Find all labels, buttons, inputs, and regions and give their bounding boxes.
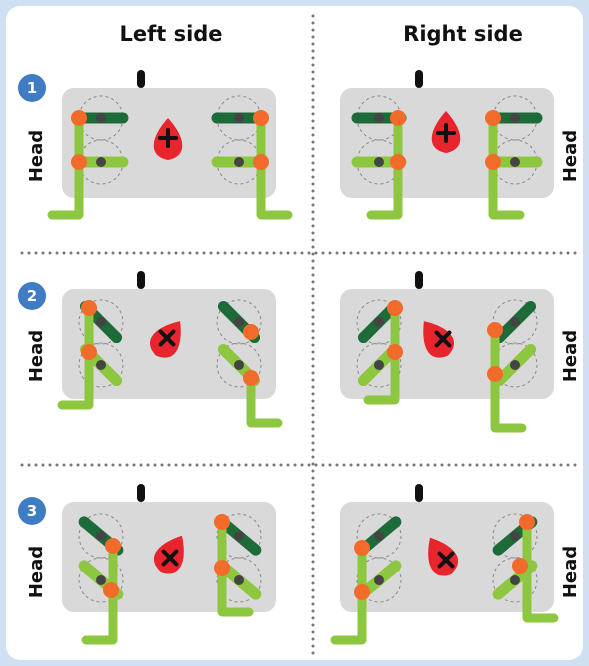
rotation-guide-r2-2 bbox=[216, 299, 262, 345]
joint-r2-rf-top bbox=[387, 300, 403, 316]
joint-r3-rr-top bbox=[519, 514, 535, 530]
rotation-guide-r3-0 bbox=[78, 513, 124, 559]
right-side-title: Right side bbox=[403, 22, 523, 46]
joint-r3-rf-mid bbox=[354, 584, 370, 600]
pivot-r1-right-front-hip bbox=[374, 113, 384, 123]
leg-r1-left-front bbox=[47, 113, 84, 220]
pivot-r2-right-rear-hip bbox=[510, 317, 520, 327]
sensor-nub-row2-right bbox=[415, 271, 423, 289]
sensor-nub-row1-left bbox=[137, 70, 145, 88]
rotation-guide-r2-0 bbox=[78, 299, 124, 345]
pivot-r3-left-rear-knee bbox=[234, 575, 244, 585]
leg-r3-right-rear bbox=[522, 517, 559, 623]
joint-r2-lf-mid bbox=[81, 344, 97, 360]
pivot-r2-left-rear-hip bbox=[234, 317, 244, 327]
sensor-nub-row1-right bbox=[415, 70, 423, 88]
rotation-guide-r3-2 bbox=[216, 513, 262, 559]
joint-r2-rr-mid bbox=[487, 366, 503, 382]
pivot-r3-left-front-hip bbox=[96, 531, 106, 541]
joint-r1-lr-top bbox=[253, 110, 269, 126]
joint-r2-rf-mid bbox=[387, 344, 403, 360]
joint-r1-lr-mid bbox=[253, 154, 269, 170]
pivot-r1-right-front-knee bbox=[374, 157, 384, 167]
cross-sign-b-r3-left bbox=[161, 549, 179, 567]
rotation-guide-r2-6 bbox=[492, 299, 538, 345]
pivot-r3-right-front-knee bbox=[374, 575, 384, 585]
rotation-guide-r2-3 bbox=[216, 342, 262, 388]
sensor-nub-row3-left bbox=[137, 484, 145, 502]
leg-r2-left-rear bbox=[246, 373, 283, 428]
rotation-guide-r3-1 bbox=[78, 557, 124, 603]
step-3-badge: 3 bbox=[18, 497, 46, 525]
cross-sign-b-r2-left bbox=[158, 329, 176, 347]
pivot-r3-right-front-hip bbox=[374, 531, 384, 541]
leg-r1-right-front bbox=[366, 113, 403, 220]
step-2-badge: 2 bbox=[18, 282, 46, 310]
joint-r1-rf-top bbox=[390, 110, 406, 126]
pivot-r3-left-front-knee bbox=[96, 575, 106, 585]
leg-r2-left-front bbox=[57, 303, 94, 410]
joint-r3-lr-top bbox=[214, 514, 230, 530]
joint-r3-lf-top bbox=[105, 538, 121, 554]
leg-r1-left-rear bbox=[256, 113, 293, 220]
pivot-r1-right-rear-hip bbox=[510, 113, 520, 123]
joint-r1-rf-mid bbox=[390, 154, 406, 170]
joint-r3-rr-mid bbox=[512, 558, 528, 574]
joint-r2-lf-top bbox=[81, 300, 97, 316]
leg-r1-right-rear bbox=[488, 113, 525, 220]
joint-r1-lf-top bbox=[71, 110, 87, 126]
joint-r3-lr-mid bbox=[214, 560, 230, 576]
leg-r2-right-rear bbox=[490, 325, 527, 433]
leg-r2-right-front bbox=[363, 303, 400, 405]
sensor-nub-row3-right bbox=[415, 484, 423, 502]
rotation-guide-r3-7 bbox=[492, 557, 538, 603]
joint-r1-lf-mid bbox=[71, 154, 87, 170]
rotation-guide-r3-5 bbox=[356, 557, 402, 603]
pivot-r2-right-front-knee bbox=[374, 360, 384, 370]
pivot-r3-left-rear-hip bbox=[234, 531, 244, 541]
leg-r3-left-front bbox=[81, 541, 118, 645]
pivot-r1-right-rear-knee bbox=[510, 157, 520, 167]
pivot-r2-right-front-hip bbox=[374, 317, 384, 327]
pivot-r3-right-rear-knee bbox=[510, 575, 520, 585]
rotation-guide-r2-4 bbox=[356, 299, 402, 345]
pivot-r2-left-front-hip bbox=[96, 317, 106, 327]
leg-r3-left-rear bbox=[217, 517, 254, 617]
cross-sign-b-r2-right bbox=[434, 330, 452, 348]
pivot-r2-right-rear-knee bbox=[510, 360, 520, 370]
joint-r3-rf-top bbox=[354, 540, 370, 556]
pivot-r1-left-front-knee bbox=[96, 157, 106, 167]
pivot-r1-left-rear-knee bbox=[234, 157, 244, 167]
left-side-title: Left side bbox=[119, 22, 223, 46]
pivot-r2-left-rear-knee bbox=[234, 360, 244, 370]
direction-marker-r2-right bbox=[423, 321, 454, 358]
pivot-r1-left-rear-hip bbox=[234, 113, 244, 123]
joint-r2-lr-mid bbox=[243, 370, 259, 386]
pivot-r1-left-front-hip bbox=[96, 113, 106, 123]
sensor-nub-row2-left bbox=[137, 271, 145, 289]
pivot-r2-left-front-knee bbox=[96, 360, 106, 370]
rotation-guide-r2-1 bbox=[78, 342, 124, 388]
joint-r1-rr-top bbox=[485, 110, 501, 126]
step-1-badge: 1 bbox=[18, 74, 46, 102]
rotation-guide-r3-6 bbox=[492, 513, 538, 559]
rotation-guide-r3-4 bbox=[356, 513, 402, 559]
joint-r3-lf-mid bbox=[103, 582, 119, 598]
pivot-r3-right-rear-hip bbox=[510, 531, 520, 541]
joint-r2-rr-top bbox=[487, 322, 503, 338]
rotation-guide-r3-3 bbox=[216, 557, 262, 603]
leg-r3-right-front bbox=[330, 543, 367, 645]
joint-r2-lr-top bbox=[243, 324, 259, 340]
joint-r1-rr-mid bbox=[485, 154, 501, 170]
cross-sign-b-r3-right bbox=[437, 551, 455, 569]
rotation-guide-r2-5 bbox=[356, 342, 402, 388]
